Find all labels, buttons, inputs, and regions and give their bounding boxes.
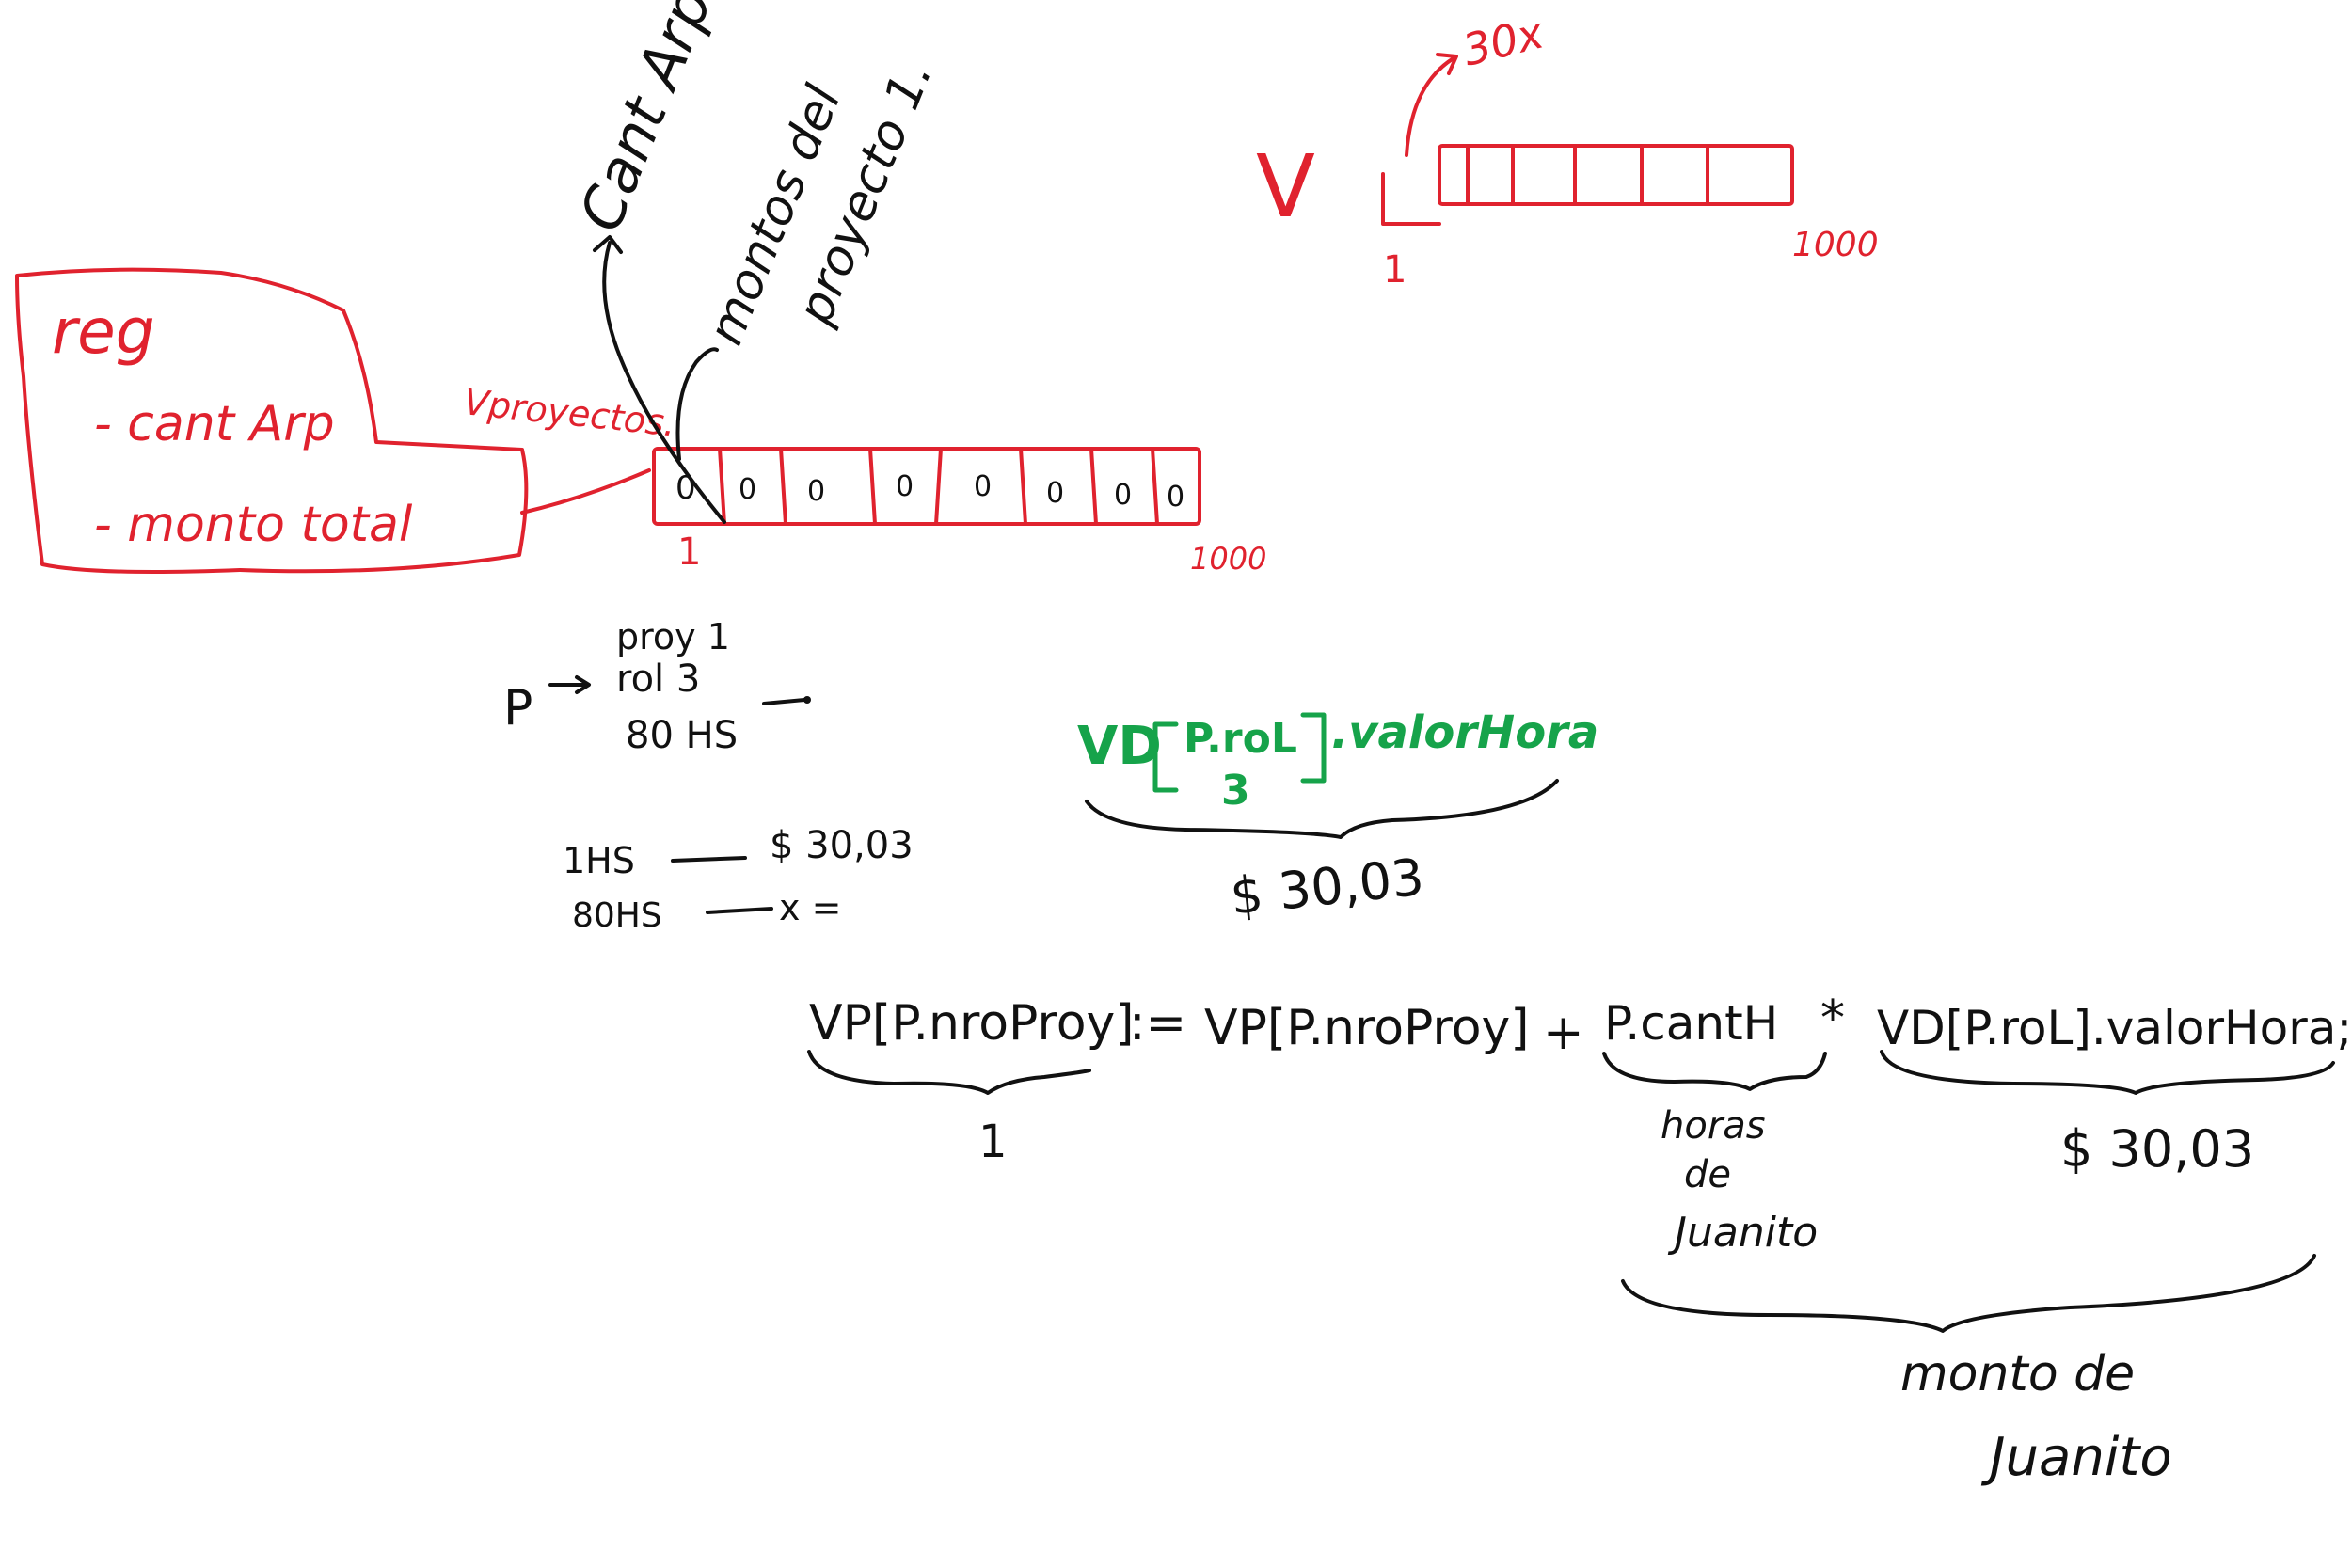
cant-h-brace [1602,1052,1827,1091]
formula-cant-h: P.cantH [1604,996,1778,1051]
vproyectos-cell: 0 [974,470,992,503]
horas-line3: Juanito [1667,1209,1818,1257]
monto-line1: monto de [1900,1346,2135,1402]
rule-of-three: 1HS $ 30,03 80HS x = [563,824,914,935]
vproyectos-end-index: 1000 [1190,541,1266,577]
main-formula: VP[P.nroProy] := VP[P.nroProy] + P.cantH… [807,990,2352,1488]
v-array-annotation: 30x [1458,7,1549,75]
p-record-arrowhead [575,675,591,694]
vproyectos-cell: 0 [896,470,914,503]
vproyectos-cell: 0 [739,473,756,506]
vproyectos-divider [1089,447,1098,526]
lhs-brace [807,1050,1091,1095]
horas-line1: horas [1661,1104,1766,1148]
vproyectos-cell: 0 [1114,479,1132,512]
p-record-tail [762,698,806,705]
v-array-label: V [1256,136,1315,237]
green-suffix: .valorHora [1331,706,1598,759]
vproyectos-start-index: 1 [677,531,701,574]
formula-mul: * [1820,990,1845,1047]
cant-arp-arrow [602,241,726,524]
vproyectos-divider [868,447,877,526]
green-brace [1085,779,1559,839]
cant-arp-label: Cant Arp. [565,0,732,241]
formula-plus: + [1543,1005,1584,1061]
v-array-bracket [1381,172,1441,226]
rule-row1-dash [671,856,747,863]
p-record-proy: proy 1 [616,616,730,657]
record-title: reg [52,295,155,368]
p-record-hours: 80 HS [626,714,738,757]
green-bracket-left [1152,721,1179,793]
monto-brace [1621,1254,2316,1333]
v-array-end-index: 1000 [1792,226,1879,264]
valor-hora-value: $ 30,03 [2060,1119,2254,1179]
vproyectos-outline [652,447,1201,526]
vproyectos-cell: 0 [807,475,825,508]
record-box: reg - cant Arp - monto total [15,267,651,574]
rule-row1-left: 1HS [563,840,635,881]
formula-valor-hora: VD[P.roL].valorHora; [1877,1001,2352,1055]
green-bracket-right [1300,712,1327,784]
record-field-cant-arp: - cant Arp [94,396,335,452]
montos-arrow [675,347,719,461]
rule-row2-right: x = [779,887,841,928]
vproyectos-cell: 0 [1167,481,1184,514]
horas-line2: de [1684,1153,1731,1196]
p-record: P proy 1 rol 3 80 HS [503,616,811,757]
vproyectos-divider [1019,447,1027,526]
vproyectos-cell: 0 [1046,477,1064,510]
lhs-value: 1 [978,1116,1008,1168]
vproyectos-divider [934,447,943,526]
green-inner-bottom: 3 [1221,767,1250,815]
vproyectos-divider [1151,447,1159,526]
formula-lhs: VP[P.nroProy] [809,995,1135,1052]
rule-row2-left: 80HS [572,896,662,935]
vproyectos-divider [718,447,726,526]
v-array-arrowhead [1436,53,1458,75]
v-array-start-index: 1 [1383,248,1406,292]
cant-arp-arrowhead [593,235,623,254]
p-record-tail-dot [803,696,811,704]
green-inner-top: P.roL [1184,715,1297,763]
vproyectos-divider [779,447,787,526]
valor-hora-brace [1880,1050,2335,1095]
p-record-rol: rol 3 [616,657,700,701]
record-box-outline [15,267,529,574]
p-record-label: P [503,680,532,736]
record-connector [520,468,651,515]
formula-rhs1: VP[P.nroProy] [1204,1000,1530,1056]
green-vd: VD [1077,716,1162,777]
rule-row2-dash [706,907,773,914]
record-field-monto-total: - monto total [94,497,413,553]
green-value: $ 30,03 [1228,847,1427,927]
vproyectos-array: Vproyectos. 0 0 0 0 0 0 0 0 1 1000 [462,381,1266,577]
rule-row1-right: $ 30,03 [770,824,914,867]
vproyectos-pointers: Cant Arp. montos del proyecto 1. [565,0,944,524]
green-expression: VD P.roL 3 .valorHora $ 30,03 [1077,706,1598,927]
v-array: V 30x 1 1000 [1256,7,1879,292]
v-array-outline [1438,144,1794,206]
v-array-arrow [1405,56,1455,157]
monto-line2: Juanito [1980,1427,2172,1488]
formula-assign: := [1129,995,1186,1052]
